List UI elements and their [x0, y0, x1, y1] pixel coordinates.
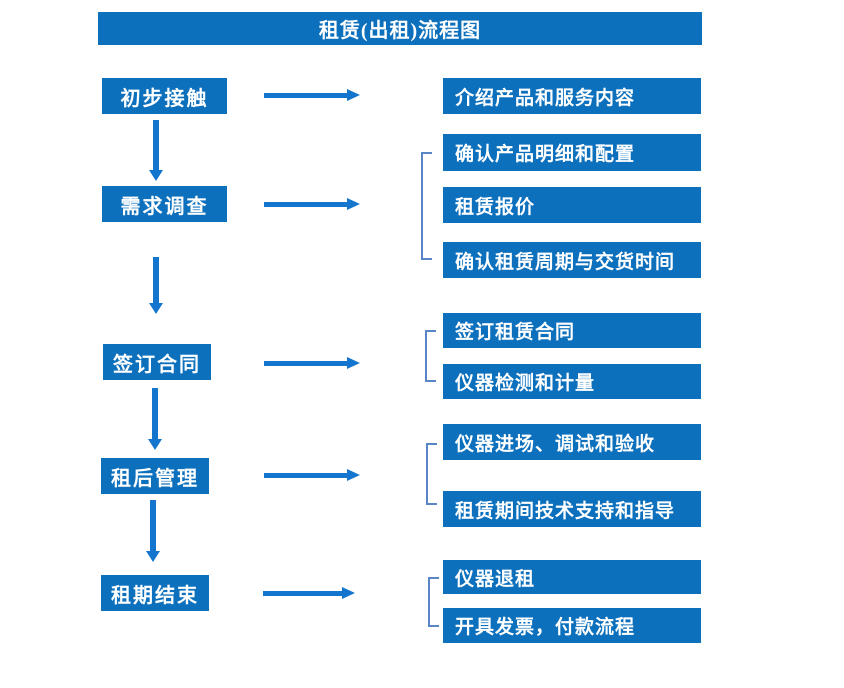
step-box-sign-contract: 签订合同 — [103, 344, 211, 380]
arrow-right-icon — [263, 586, 355, 600]
detail-box-sign-rental-contract: 签订租赁合同 — [443, 313, 701, 348]
detail-box-instrument-inspection: 仪器检测和计量 — [443, 364, 701, 399]
detail-box-rental-quote: 租赁报价 — [443, 187, 701, 223]
group-bracket — [421, 152, 432, 260]
arrow-right-icon — [264, 468, 360, 482]
step-box-demand-survey: 需求调查 — [102, 186, 227, 222]
step-box-lease-end: 租期结束 — [101, 575, 209, 611]
detail-box-confirm-rental-period: 确认租赁周期与交货时间 — [443, 242, 701, 278]
group-bracket — [425, 330, 436, 382]
arrow-down-icon — [145, 500, 161, 562]
arrow-down-icon — [147, 388, 163, 450]
detail-box-instrument-setup: 仪器进场、调试和验收 — [443, 424, 701, 460]
group-bracket — [428, 577, 439, 627]
group-bracket — [426, 443, 437, 505]
detail-box-invoice-payment: 开具发票，付款流程 — [443, 608, 701, 643]
step-box-initial-contact: 初步接触 — [102, 78, 227, 114]
arrow-down-icon — [148, 257, 164, 314]
step-box-post-rental-management: 租后管理 — [101, 458, 209, 494]
arrow-right-icon — [264, 356, 360, 370]
detail-box-confirm-product-config: 确认产品明细和配置 — [443, 134, 701, 171]
title-bar: 租赁(出租)流程图 — [98, 12, 702, 45]
detail-box-tech-support: 租赁期间技术支持和指导 — [443, 491, 701, 527]
detail-box-instrument-return: 仪器退租 — [443, 560, 701, 594]
flowchart-title: 租赁(出租)流程图 — [318, 20, 482, 42]
arrow-down-icon — [148, 120, 164, 181]
arrow-right-icon — [264, 88, 360, 102]
arrow-right-icon — [264, 197, 360, 211]
detail-box-intro-products: 介绍产品和服务内容 — [443, 78, 701, 114]
